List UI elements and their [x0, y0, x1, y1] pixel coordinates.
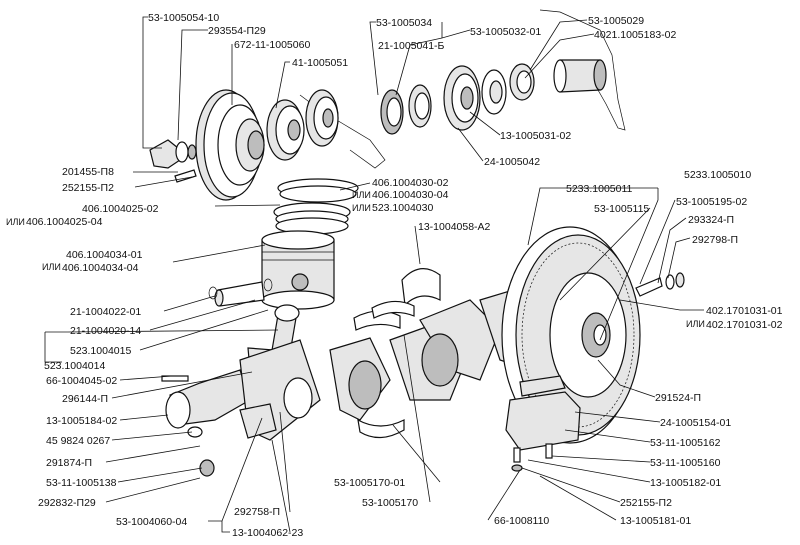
label-13-1005184-02: 13-1005184-02: [46, 415, 117, 427]
label-13-1005031-02: 13-1005031-02: [500, 130, 571, 142]
label-523-1004015: 523.1004015: [70, 345, 131, 357]
label-53-11-1005160: 53-11-1005160: [650, 457, 721, 469]
label-291874-P: 291874-П: [46, 457, 92, 469]
label-13-1005181-01: 13-1005181-01: [620, 515, 691, 527]
label-406-1004030-02: 406.1004030-02: [372, 177, 449, 189]
label-53-1005034: 53-1005034: [376, 17, 432, 29]
label-53-1005032-01: 53-1005032-01: [470, 26, 541, 38]
leader-lines: [44, 16, 704, 533]
label-45-9824-0267: 45 9824 0267: [46, 435, 110, 447]
label-252155-P2-bottom: 252155-П2: [620, 497, 672, 509]
crankcase-outline: [539, 9, 626, 131]
oil-pump-gear: [481, 69, 507, 115]
label-252155-P2-top: 252155-П2: [62, 182, 114, 194]
label-53-1005029: 53-1005029: [588, 15, 644, 27]
label-21-1004020-14: 21-1004020-14: [70, 325, 141, 337]
label-292832-P29: 292832-П29: [38, 497, 96, 509]
main-bearing-shell-upper: [401, 268, 441, 307]
bearing-shell-lower: [357, 418, 405, 439]
label-406-1004034-04: 406.1004034-04: [62, 262, 139, 274]
label-66-1004045-02: 66-1004045-02: [46, 375, 117, 387]
flywheel-bolt: [635, 277, 663, 297]
label-4021-1005183-02: 4021.1005183-02: [594, 29, 676, 41]
or-word-2: ИЛИ: [352, 203, 371, 213]
label-13-1004062-23: 13-1004062-23: [232, 527, 303, 539]
main-bearing-cap: [505, 375, 581, 451]
small-nut: [199, 459, 215, 477]
small-bolt: [174, 169, 197, 183]
front-cover-seal: [305, 89, 339, 147]
label-523-1004014: 523.1004014: [44, 360, 105, 372]
piston-rings: [273, 178, 359, 235]
label-53-1005170: 53-1005170: [362, 497, 418, 509]
label-13-1004058-A2: 13-1004058-А2: [418, 221, 491, 233]
label-291524-P: 291524-П: [655, 392, 701, 404]
rod-bolt: [161, 375, 189, 382]
label-53-1005115: 53-1005115: [594, 203, 649, 215]
bearing-shell-top: [353, 310, 401, 331]
label-13-1005182-01: 13-1005182-01: [650, 477, 721, 489]
label-53-1005170-01: 53-1005170-01: [334, 477, 405, 489]
label-24-1005154-01: 24-1005154-01: [660, 417, 731, 429]
part-labels: 53-1005054-10 293554-П29 672-11-1005060 …: [6, 12, 783, 539]
flywheel-washers: [665, 272, 685, 290]
crankshaft-nose: [553, 59, 607, 93]
label-296144-P: 296144-П: [62, 393, 108, 405]
oil-slinger: [380, 89, 404, 135]
label-523-1004030: 523.1004030: [372, 202, 433, 214]
label-53-1004060-04: 53-1004060-04: [116, 516, 187, 528]
or-word-3: ИЛИ: [6, 217, 25, 227]
or-word-5: ИЛИ: [686, 319, 705, 329]
label-5233-1005010: 5233.1005010: [684, 169, 751, 181]
bearing-shell-mid: [371, 300, 415, 319]
label-53-11-1005162: 53-11-1005162: [650, 437, 721, 449]
label-24-1005042: 24-1005042: [484, 156, 540, 168]
or-word-4: ИЛИ: [42, 262, 61, 272]
label-53-11-1005138: 53-11-1005138: [46, 477, 117, 489]
label-53-1005195-02: 53-1005195-02: [676, 196, 747, 208]
label-21-1004022-01: 21-1004022-01: [70, 306, 141, 318]
label-293324-P: 293324-П: [688, 214, 734, 226]
label-41-1005051: 41-1005051: [292, 57, 348, 69]
label-201455-P8: 201455-П8: [62, 166, 114, 178]
crankshaft-gear: [443, 65, 481, 131]
cap-bolts: [511, 443, 553, 472]
label-406-1004030-04: 406.1004030-04: [372, 189, 449, 201]
label-293554-P29: 293554-П29: [208, 25, 266, 37]
label-5233-1005011: 5233.1005011: [566, 183, 633, 195]
piston: [261, 230, 335, 310]
label-292758-P: 292758-П: [234, 506, 280, 518]
pulley-bolt-ratchet: [149, 139, 197, 169]
crankshaft: [165, 284, 556, 441]
label-402-1701031-02: 402.1701031-02: [706, 319, 783, 331]
rod-cap-assembly: [239, 403, 277, 439]
spacer-ring: [408, 84, 432, 128]
label-406-1004025-04: 406.1004025-04: [26, 216, 103, 228]
crankshaft-pulley: [195, 89, 265, 201]
bearing-ring: [509, 63, 535, 101]
label-406-1004025-02: 406.1004025-02: [82, 203, 159, 215]
label-292798-P: 292798-П: [692, 234, 738, 246]
label-406-1004034-01: 406.1004034-01: [66, 249, 143, 261]
label-402-1701031-01: 402.1701031-01: [706, 305, 783, 317]
label-53-1005054-10: 53-1005054-10: [148, 12, 219, 24]
pulley-hub: [266, 99, 305, 161]
label-21-1005041-B: 21-1005041-Б: [378, 40, 445, 52]
piston-pin: [214, 281, 265, 307]
or-word-1: ИЛИ: [352, 190, 371, 200]
label-66-1008110: 66-1008110: [494, 515, 549, 527]
pin-circlips: [208, 278, 273, 300]
label-672-11-1005060: 672-11-1005060: [234, 39, 310, 51]
